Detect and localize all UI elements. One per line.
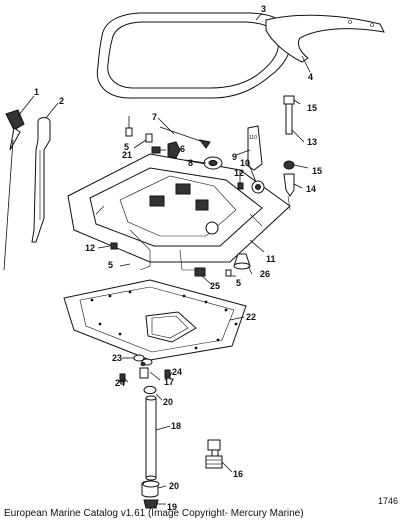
callout-16: 16	[233, 469, 243, 479]
plug-part	[110, 182, 244, 250]
callout-14: 14	[306, 184, 316, 194]
leader-lines	[17, 12, 311, 505]
callout-8: 8	[188, 158, 193, 168]
callout-10: 10	[240, 158, 250, 168]
callout-4: 4	[308, 72, 313, 82]
svg-text:110: 110	[249, 135, 257, 141]
callout-18: 18	[171, 421, 181, 431]
cowl-seal-part	[96, 12, 291, 99]
callout-12b: 12	[85, 243, 95, 253]
callout-11: 11	[266, 254, 276, 264]
callout-6: 6	[180, 144, 185, 154]
bottom-fitting-part	[205, 439, 223, 469]
drawing-number: 1746	[377, 496, 398, 506]
callout-20b: 20	[169, 481, 179, 491]
callout-17: 17	[164, 377, 174, 387]
callout-5c: 5	[236, 278, 241, 288]
callout-15a: 15	[307, 103, 317, 113]
small-fittings-part	[125, 127, 181, 159]
callout-9: 9	[232, 152, 237, 162]
callout-23: 23	[112, 353, 122, 363]
callout-20a: 20	[163, 397, 173, 407]
dipstick-part	[3, 109, 25, 271]
callout-24b: 24	[172, 367, 182, 377]
callout-5b: 5	[108, 260, 113, 270]
callout-3: 3	[261, 4, 266, 14]
rod-part	[159, 126, 211, 149]
callout-21: 21	[122, 150, 132, 160]
water-tube-part	[141, 385, 160, 509]
callout-1: 1	[34, 87, 39, 97]
lower-fittings-part	[119, 354, 171, 383]
callout-15b: 15	[312, 166, 322, 176]
callout-2: 2	[59, 96, 64, 106]
cap-part	[194, 253, 251, 277]
fitting-sleeve-part: 110	[247, 125, 265, 194]
callout-24a: 24	[115, 378, 125, 388]
callout-25: 25	[210, 281, 220, 291]
sleeve-assembly-part	[283, 95, 295, 211]
callout-5a: 5	[124, 142, 129, 152]
callout-22: 22	[246, 312, 256, 322]
callout-26: 26	[260, 269, 270, 279]
image-caption: European Marine Catalog v1.61 (Image Cop…	[4, 508, 304, 519]
dipstick-tube-part	[31, 117, 51, 243]
callout-12a: 12	[234, 168, 244, 178]
callout-19: 19	[167, 502, 177, 512]
adapter-plate-part	[67, 153, 291, 271]
seal-strip-part	[265, 14, 385, 63]
callout-7: 7	[152, 112, 157, 122]
callout-13: 13	[307, 137, 317, 147]
callout-labels: 1 2 3 4 5 5 5 6 7 8 9 10 11 12 12 13 14 …	[34, 4, 322, 512]
grommet-part	[203, 156, 223, 170]
gasket-part	[63, 279, 247, 361]
